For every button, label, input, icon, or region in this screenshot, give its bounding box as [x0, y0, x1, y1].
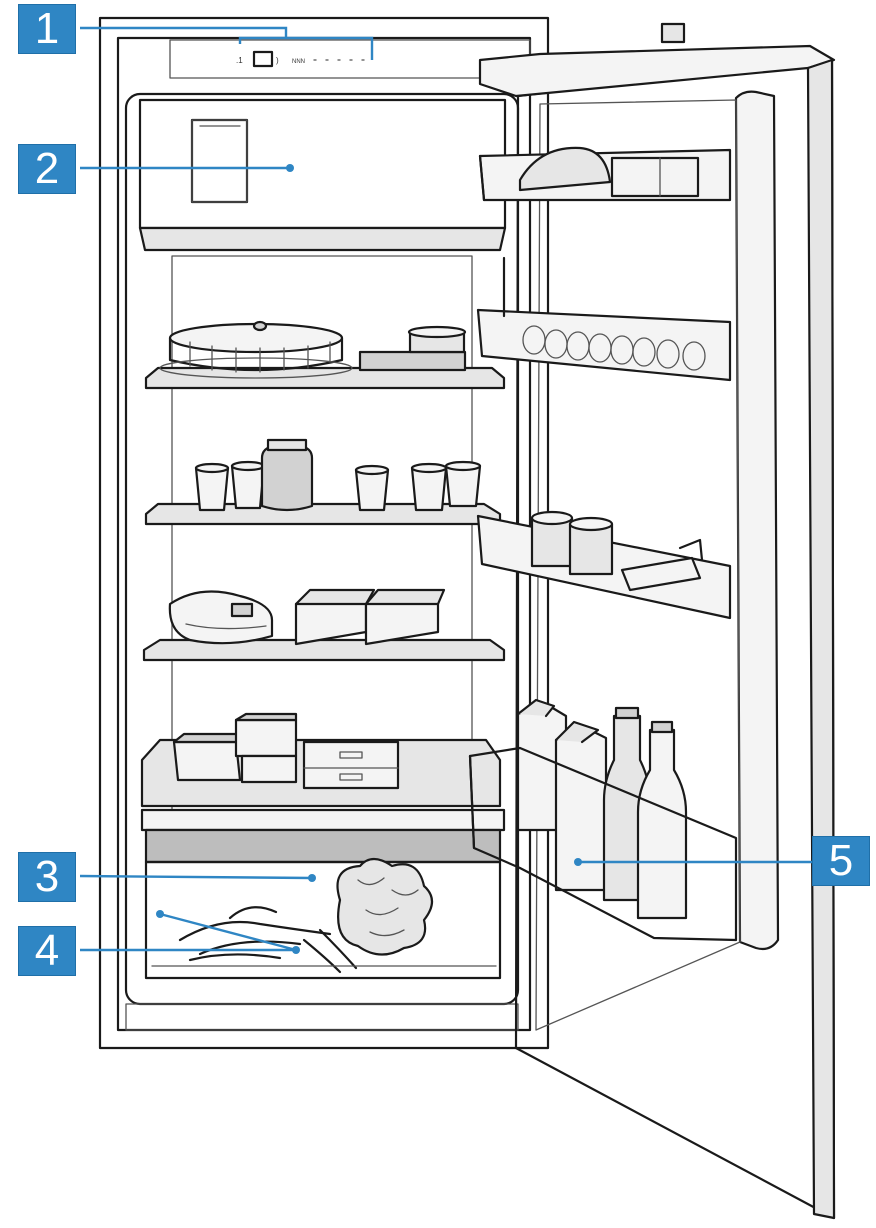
door-bin-bottles: [468, 698, 738, 942]
door: [478, 22, 836, 1220]
svg-text:): ): [276, 56, 279, 65]
door-bin-1: [478, 146, 732, 202]
callout-1: 1: [18, 4, 76, 54]
callout-2: 2: [18, 144, 76, 194]
callout-3: 3: [18, 852, 76, 902]
crisper-drawer: [140, 808, 506, 980]
svg-text:NNN: NNN: [292, 59, 305, 65]
shelf-2: [144, 438, 502, 526]
plinth: [125, 1003, 519, 1031]
callout-4-label: 4: [34, 926, 60, 975]
door-bin-egg-tray: [476, 256, 732, 382]
callout-1-label: 1: [34, 4, 60, 53]
crisper-cover-shelf: [140, 712, 502, 808]
door-bin-3: [476, 510, 732, 620]
shelf-1: [144, 320, 506, 390]
callout-4: 4: [18, 926, 76, 976]
leader-lines: [79, 26, 812, 954]
svg-text:.1: .1: [236, 56, 243, 65]
shelf-3: [142, 588, 506, 662]
callout-3-label: 3: [34, 852, 60, 901]
freezer-compartment: [138, 98, 507, 252]
callout-5-label: 5: [828, 836, 854, 885]
callout-5: 5: [812, 836, 870, 886]
control-panel: .1 ) NNN: [236, 50, 365, 68]
callout-2-label: 2: [34, 144, 60, 193]
